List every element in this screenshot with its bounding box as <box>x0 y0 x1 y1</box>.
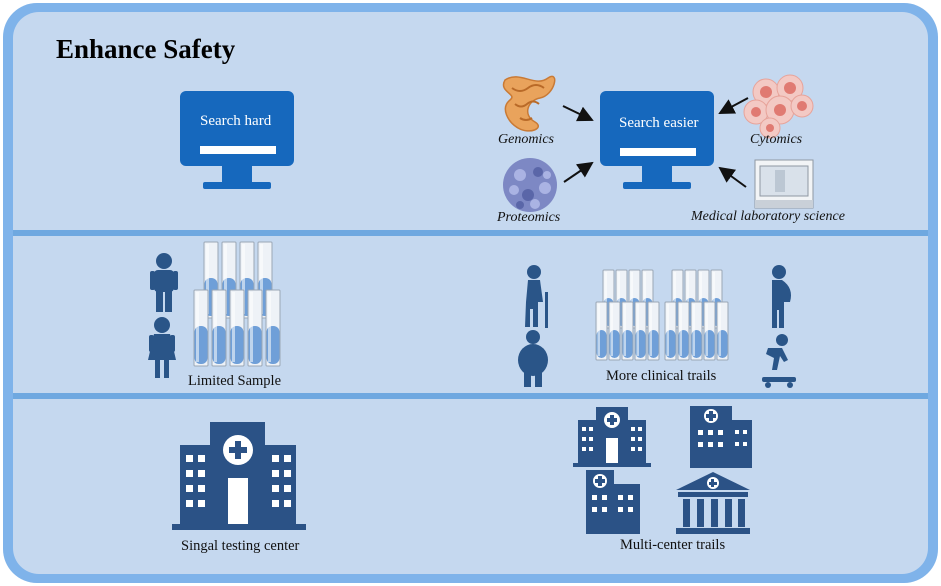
hospital-building-icon <box>586 470 640 534</box>
monitor-label-search-easier: Search easier <box>619 115 699 131</box>
hospital-building-icon <box>573 407 651 467</box>
label-genomics: Genomics <box>498 132 554 147</box>
test-tubes-icon <box>664 269 729 361</box>
cell-cluster-icon <box>743 74 814 139</box>
virus-particle-icon <box>503 158 557 212</box>
divider-1 <box>13 230 928 236</box>
diagram-title: Enhance Safety <box>56 34 236 64</box>
caption-limited-sample: Limited Sample <box>188 373 282 389</box>
male-person-icon <box>150 253 178 312</box>
female-person-icon <box>148 317 176 378</box>
monitor-icon <box>600 91 714 189</box>
caption-more-clinical-trails: More clinical trails <box>606 368 717 384</box>
elderly-person-icon <box>525 265 548 328</box>
pregnant-woman-icon <box>772 265 791 328</box>
caption-singal-testing-center: Singal testing center <box>181 538 300 554</box>
lab-analyzer-icon <box>754 159 814 209</box>
protein-structure-icon <box>502 75 556 132</box>
bank-building-icon <box>676 472 750 534</box>
label-cytomics: Cytomics <box>750 132 803 147</box>
monitor-label-search-hard: Search hard <box>200 113 272 129</box>
test-tubes-icon <box>595 269 660 361</box>
divider-2 <box>13 393 928 399</box>
label-medical-laboratory-science: Medical laboratory science <box>691 209 845 224</box>
hospital-building-icon <box>690 406 752 468</box>
caption-multi-center-trails: Multi-center trails <box>620 537 726 553</box>
label-proteomics: Proteomics <box>497 210 561 225</box>
monitor-icon <box>180 91 294 189</box>
obese-person-icon <box>518 330 548 387</box>
hospital-building-icon <box>172 422 306 530</box>
skateboarder-icon <box>762 334 796 388</box>
